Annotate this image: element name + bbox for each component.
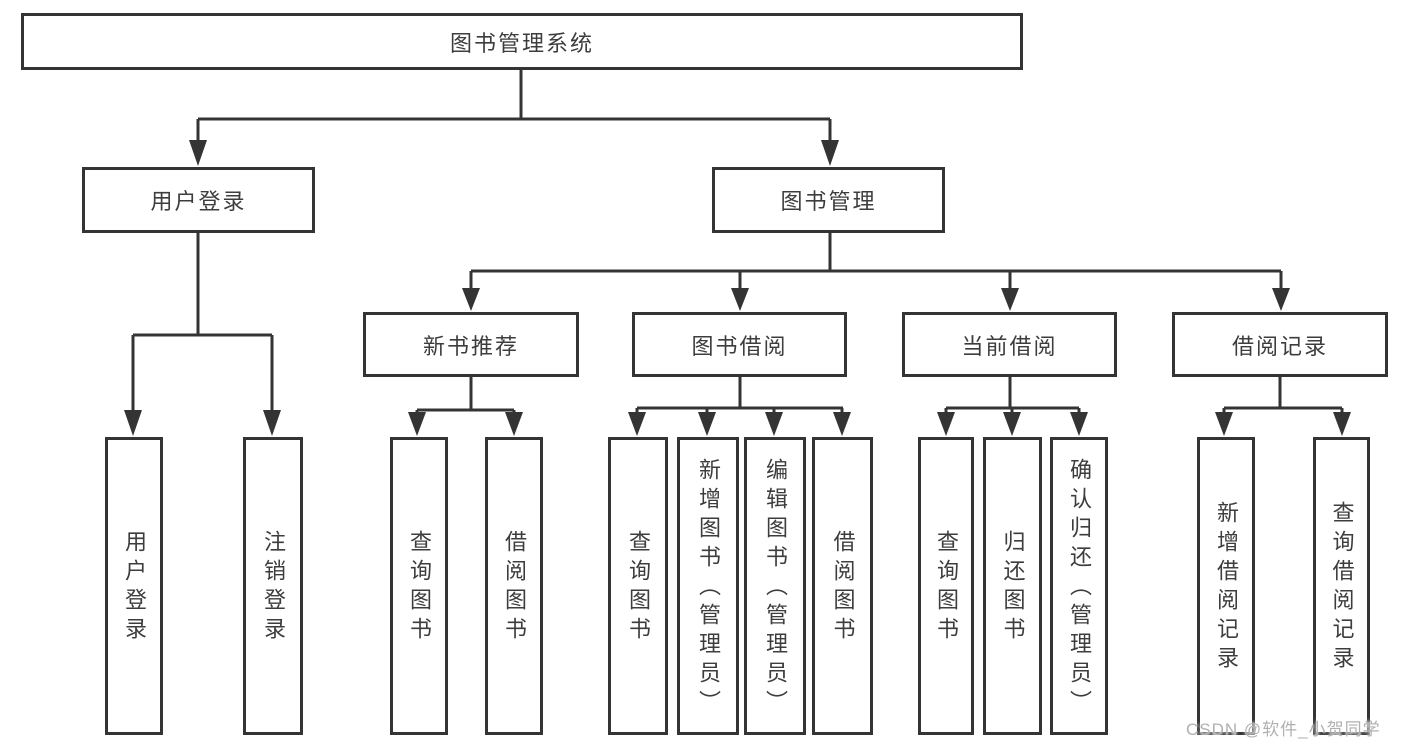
leaf-query-books-current: 查询图书 [918, 437, 974, 735]
leaf-return-books-label: 归还图书 [1000, 530, 1026, 646]
leaf-user-login-label: 用户登录 [122, 530, 147, 646]
node-user-login-label: 用户登录 [150, 189, 247, 214]
node-book-borrow: 图书借阅 [632, 312, 847, 377]
node-current-borrow-label: 当前借阅 [961, 333, 1058, 359]
node-book-borrow-label: 图书借阅 [691, 333, 788, 359]
leaf-add-borrow-record-label: 新增借阅记录 [1214, 501, 1239, 675]
node-borrow-records-label: 借阅记录 [1231, 333, 1328, 359]
connector-strokes [131, 70, 1344, 413]
leaf-edit-book-admin: 编辑图书（管理员） [744, 437, 806, 735]
leaf-logout-label: 注销登录 [261, 530, 286, 646]
node-book-management: 图书管理 [712, 167, 945, 233]
leaf-add-book-admin: 新增图书（管理员） [677, 437, 739, 735]
leaf-confirm-return-admin: 确认归还（管理员） [1050, 437, 1108, 735]
leaf-logout: 注销登录 [243, 437, 303, 735]
leaf-query-books-current-label: 查询图书 [934, 530, 959, 646]
leaf-borrow-books: 借阅图书 [812, 437, 873, 735]
leaf-query-books-borrow-label: 查询图书 [626, 530, 651, 646]
leaf-add-book-admin-label: 新增图书（管理员） [696, 457, 721, 719]
node-library-system: 图书管理系统 [21, 13, 1023, 70]
node-new-book-recommend: 新书推荐 [363, 312, 579, 377]
leaf-query-books-borrow: 查询图书 [608, 437, 668, 735]
leaf-query-books-recommend: 查询图书 [390, 437, 448, 735]
node-book-management-label: 图书管理 [780, 189, 877, 214]
leaf-query-borrow-record-label: 查询借阅记录 [1329, 501, 1355, 675]
csdn-watermark: CSDN @软件_小贺同学 [1186, 720, 1381, 739]
node-borrow-records: 借阅记录 [1172, 312, 1388, 377]
leaf-query-borrow-record: 查询借阅记录 [1313, 437, 1370, 735]
leaf-edit-book-admin-label: 编辑图书（管理员） [763, 457, 788, 719]
arrowheads [124, 140, 1351, 436]
leaf-borrow-books-label: 借阅图书 [830, 530, 856, 646]
leaf-add-borrow-record: 新增借阅记录 [1197, 437, 1255, 735]
leaf-borrow-books-recommend-label: 借阅图书 [502, 530, 527, 646]
node-library-system-label: 图书管理系统 [449, 30, 594, 56]
leaf-user-login: 用户登录 [105, 437, 163, 735]
node-user-login: 用户登录 [82, 167, 315, 233]
node-new-book-recommend-label: 新书推荐 [422, 333, 519, 359]
leaf-query-books-recommend-label: 查询图书 [407, 530, 432, 646]
leaf-confirm-return-admin-label: 确认归还（管理员） [1067, 457, 1092, 719]
leaf-borrow-books-recommend: 借阅图书 [485, 437, 543, 735]
node-current-borrow: 当前借阅 [902, 312, 1117, 377]
leaf-return-books: 归还图书 [983, 437, 1042, 735]
